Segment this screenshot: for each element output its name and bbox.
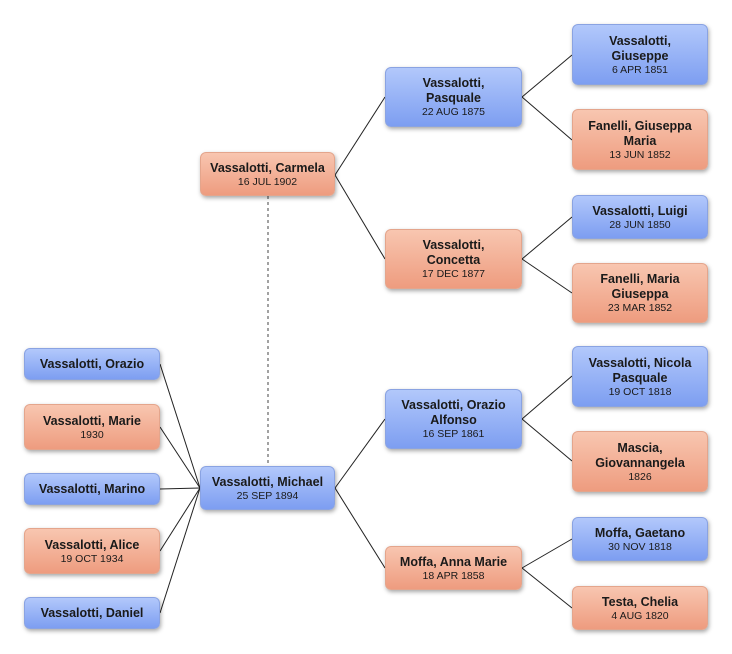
person-name: Moffa, Anna Marie: [399, 554, 508, 569]
person-node-gaetano[interactable]: Moffa, Gaetano 30 NOV 1818: [572, 517, 708, 561]
connector-line: [334, 418, 386, 489]
connector-line: [159, 487, 201, 490]
person-name: Fanelli, Giuseppa Maria: [588, 118, 692, 148]
connector-line: [521, 216, 573, 260]
person-date: 19 OCT 1818: [608, 385, 672, 398]
person-name: Vassalotti, Concetta: [422, 238, 485, 267]
person-node-giuseppe[interactable]: Vassalotti, Giuseppe 6 APR 1851: [572, 24, 708, 85]
person-date: 17 DEC 1877: [421, 268, 486, 280]
person-name: Vassalotti, Pasquale: [422, 76, 485, 105]
connector-line: [521, 538, 573, 569]
person-date: 13 JUN 1852: [609, 148, 671, 161]
connector-line: [334, 174, 386, 260]
person-date: 23 MAR 1852: [607, 302, 673, 314]
person-node-giovannangela[interactable]: Mascia, Giovannangela 1826: [572, 431, 708, 492]
connector-line: [521, 258, 573, 294]
person-name: Testa, Chelia: [601, 594, 679, 609]
person-node-nicola[interactable]: Vassalotti, Nicola Pasquale 19 OCT 1818: [572, 346, 708, 407]
connector-line: [521, 375, 573, 420]
person-date: 22 AUG 1875: [421, 106, 486, 118]
connector-line: [521, 96, 573, 141]
person-name: Vassalotti, Carmela: [210, 160, 325, 175]
person-node-daniel[interactable]: Vassalotti, Daniel: [24, 597, 160, 629]
person-date: 6 APR 1851: [611, 63, 669, 76]
person-name: Vassalotti, Orazio: [39, 356, 145, 371]
person-node-giuseppa-maria[interactable]: Fanelli, Giuseppa Maria 13 JUN 1852: [572, 109, 708, 170]
person-node-concetta[interactable]: Vassalotti, Concetta 17 DEC 1877: [385, 229, 522, 289]
person-node-orazio[interactable]: Vassalotti, Orazio: [24, 348, 160, 380]
connector-line: [334, 96, 386, 176]
person-name: Vassalotti, Michael: [211, 474, 324, 489]
person-node-maria-giuseppa[interactable]: Fanelli, Maria Giuseppa 23 MAR 1852: [572, 263, 708, 323]
person-date: 28 JUN 1850: [609, 218, 671, 231]
connector-line: [521, 418, 573, 462]
person-node-chelia[interactable]: Testa, Chelia 4 AUG 1820: [572, 586, 708, 630]
person-name: Vassalotti, Marino: [38, 481, 146, 496]
person-date: 1826: [628, 470, 652, 483]
person-name: Moffa, Gaetano: [594, 525, 686, 540]
person-name: Fanelli, Maria Giuseppa: [600, 272, 680, 301]
person-name: Vassalotti, Orazio Alfonso: [401, 398, 506, 427]
connector-line: [334, 487, 386, 569]
person-node-carmela[interactable]: Vassalotti, Carmela 16 JUL 1902: [200, 152, 335, 196]
connector-line: [521, 567, 573, 609]
person-node-marino[interactable]: Vassalotti, Marino: [24, 473, 160, 505]
person-name: Mascia, Giovannangela: [595, 440, 685, 470]
connector-line: [159, 487, 201, 614]
person-name: Vassalotti, Daniel: [40, 605, 144, 620]
connector-line: [159, 426, 201, 489]
person-node-orazio-alfonso[interactable]: Vassalotti, Orazio Alfonso 16 SEP 1861: [385, 389, 522, 449]
person-date: 16 SEP 1861: [422, 428, 485, 440]
person-name: Vassalotti, Marie: [43, 413, 141, 428]
person-node-alice[interactable]: Vassalotti, Alice 19 OCT 1934: [24, 528, 160, 574]
person-node-pasquale[interactable]: Vassalotti, Pasquale 22 AUG 1875: [385, 67, 522, 127]
person-name: Vassalotti, Alice: [44, 537, 140, 552]
person-date: 25 SEP 1894: [236, 489, 299, 502]
person-node-michael[interactable]: Vassalotti, Michael 25 SEP 1894: [200, 466, 335, 510]
person-name: Vassalotti, Luigi: [592, 203, 688, 218]
connector-line: [159, 363, 201, 489]
person-date: 4 AUG 1820: [611, 609, 669, 622]
person-date: 1930: [80, 428, 104, 441]
person-date: 16 JUL 1902: [237, 175, 298, 188]
person-date: 30 NOV 1818: [608, 540, 672, 553]
person-name: Vassalotti, Nicola Pasquale: [588, 355, 692, 385]
person-node-luigi[interactable]: Vassalotti, Luigi 28 JUN 1850: [572, 195, 708, 239]
person-date: 19 OCT 1934: [60, 552, 124, 565]
person-name: Vassalotti, Giuseppe: [609, 33, 671, 63]
connector-line: [521, 54, 573, 98]
person-date: 18 APR 1858: [422, 569, 485, 582]
connector-line: [159, 487, 201, 552]
person-node-anna-marie[interactable]: Moffa, Anna Marie 18 APR 1858: [385, 546, 522, 590]
person-node-marie[interactable]: Vassalotti, Marie 1930: [24, 404, 160, 450]
